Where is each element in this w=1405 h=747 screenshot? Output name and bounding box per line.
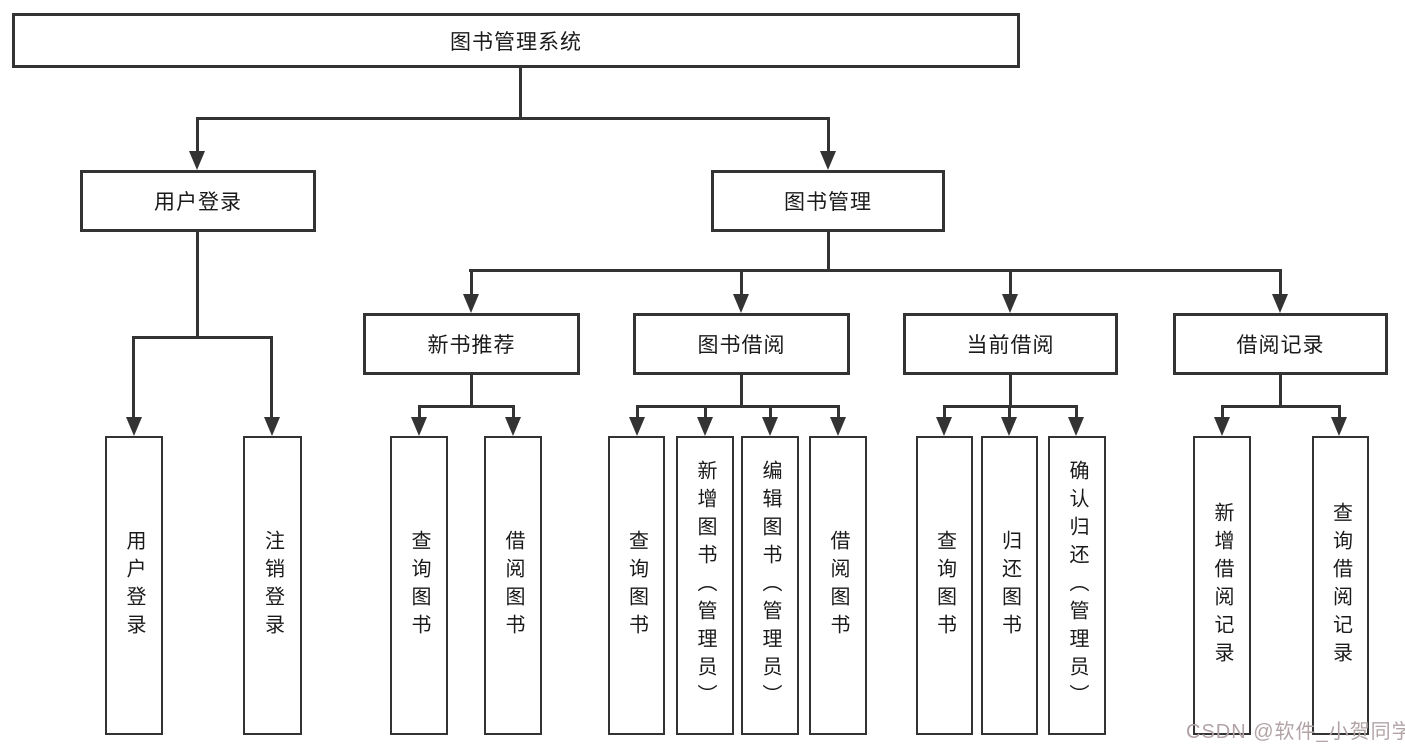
connector-line (132, 336, 135, 418)
arrowhead-down (264, 417, 280, 436)
arrowhead-down (762, 417, 778, 436)
leaf-edit-books-admin-label: 编辑图书（管理员） (759, 459, 781, 712)
connector-line (1279, 269, 1282, 296)
leaf-user-login: 用户登录 (105, 436, 163, 735)
node-new-book-recommend-label: 新书推荐 (427, 334, 516, 357)
leaf-query-books-borrowing: 查询图书 (608, 436, 665, 735)
node-new-book-recommend: 新书推荐 (363, 313, 580, 375)
leaf-query-borrow-record-label: 查询借阅记录 (1329, 501, 1352, 670)
csdn-watermark: CSDN @软件_小贺同学 (1186, 721, 1405, 743)
connector-line (740, 269, 743, 296)
arrowhead-down (1002, 294, 1018, 313)
node-book-borrowing-label: 图书借阅 (697, 334, 786, 357)
leaf-return-books-label: 归还图书 (998, 529, 1021, 642)
connector-line (636, 405, 639, 419)
connector-line (470, 375, 473, 408)
arrowhead-down (733, 294, 749, 313)
leaf-query-books-current-label: 查询图书 (933, 529, 956, 642)
leaf-add-borrow-record-label: 新增借阅记录 (1211, 501, 1233, 670)
arrowhead-down (1331, 417, 1347, 436)
leaf-query-books-borrowing-label: 查询图书 (625, 529, 648, 642)
connector-line (1008, 405, 1011, 419)
leaf-edit-books-admin: 编辑图书（管理员） (741, 436, 799, 735)
arrowhead-down (126, 417, 142, 436)
leaf-confirm-return-admin-label: 确认归还（管理员） (1066, 459, 1088, 712)
leaf-add-books-admin: 新增图书（管理员） (676, 436, 734, 735)
connector-line (837, 405, 840, 419)
leaf-logout-label: 注销登录 (261, 529, 284, 642)
node-book-management: 图书管理 (711, 170, 945, 232)
arrowhead-down (463, 294, 479, 313)
node-book-borrowing: 图书借阅 (633, 313, 850, 375)
arrowhead-down (1001, 417, 1017, 436)
leaf-borrow-books-recommend-label: 借阅图书 (502, 529, 524, 642)
node-root: 图书管理系统 (12, 13, 1020, 68)
connector-line (512, 405, 515, 419)
leaf-logout: 注销登录 (243, 436, 302, 735)
connector-line (740, 375, 743, 408)
connector-line (519, 66, 522, 119)
arrowhead-down (189, 151, 205, 170)
arrowhead-down (936, 417, 952, 436)
connector-line (1221, 405, 1341, 408)
arrowhead-down (411, 417, 427, 436)
leaf-add-books-admin-label: 新增图书（管理员） (694, 459, 716, 712)
arrowhead-down (830, 417, 846, 436)
connector-line (769, 405, 772, 419)
connector-line (827, 117, 830, 153)
leaf-user-login-label: 用户登录 (123, 529, 145, 642)
arrowhead-down (1214, 417, 1230, 436)
leaf-query-books-recommend: 查询图书 (390, 436, 448, 735)
leaf-query-books-recommend-label: 查询图书 (408, 529, 430, 642)
connector-line (418, 405, 515, 408)
connector-line (196, 117, 830, 120)
arrowhead-down (820, 151, 836, 170)
node-user-login-label: 用户登录 (154, 191, 242, 214)
connector-line (270, 336, 273, 418)
leaf-add-borrow-record: 新增借阅记录 (1193, 436, 1251, 735)
node-borrowing-records-label: 借阅记录 (1236, 334, 1325, 357)
connector-line (1075, 405, 1078, 419)
arrowhead-down (697, 417, 713, 436)
arrowhead-down (629, 417, 645, 436)
arrowhead-down (1272, 294, 1288, 313)
connector-line (418, 405, 421, 419)
connector-line (1338, 405, 1341, 419)
leaf-query-books-current: 查询图书 (916, 436, 973, 735)
connector-line (704, 405, 707, 419)
node-current-borrowing-label: 当前借阅 (966, 334, 1055, 357)
arrowhead-down (1068, 417, 1084, 436)
connector-line (636, 405, 839, 408)
connector-line (1279, 375, 1282, 408)
connector-line (827, 232, 830, 272)
node-current-borrowing: 当前借阅 (903, 313, 1118, 375)
leaf-return-books: 归还图书 (981, 436, 1038, 735)
node-user-login: 用户登录 (80, 170, 316, 232)
node-book-management-label: 图书管理 (784, 191, 872, 214)
leaf-borrow-books: 借阅图书 (809, 436, 867, 735)
connector-line (943, 405, 946, 419)
leaf-query-borrow-record: 查询借阅记录 (1312, 436, 1369, 735)
node-root-label: 图书管理系统 (450, 30, 582, 54)
connector-line (196, 117, 199, 153)
connector-line (1009, 269, 1012, 296)
connector-line (1009, 375, 1012, 408)
leaf-confirm-return-admin: 确认归还（管理员） (1048, 436, 1106, 735)
connector-line (196, 232, 199, 339)
connector-line (1221, 405, 1224, 419)
connector-line (470, 269, 473, 296)
node-borrowing-records: 借阅记录 (1173, 313, 1388, 375)
leaf-borrow-books-recommend: 借阅图书 (484, 436, 542, 735)
arrowhead-down (505, 417, 521, 436)
connector-line (469, 269, 1282, 272)
leaf-borrow-books-label: 借阅图书 (827, 529, 849, 642)
connector-line (132, 336, 273, 339)
